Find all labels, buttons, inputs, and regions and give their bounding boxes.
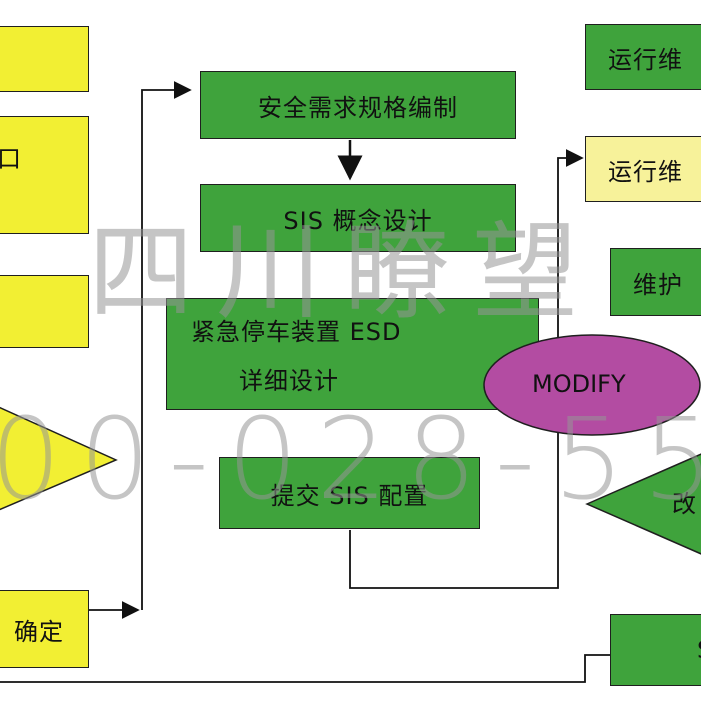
right-box-maintenance: 维护 (610, 248, 701, 316)
step-submit-sis-config-label: 提交 SIS 配置 (270, 481, 429, 510)
step4-feedback-line (349, 149, 584, 589)
right-box-operation-1: 运行维 (585, 24, 701, 90)
loop-up-line (141, 81, 192, 610)
left-box-top (0, 26, 89, 92)
step-esd-line2: 详细设计 (239, 367, 339, 395)
step-esd-line1: 紧急停车装置 ESD (191, 318, 402, 346)
left-box-bottom-label: 确定 (14, 617, 64, 646)
right-box-bottom-label: S (697, 636, 701, 664)
left-box-lower (0, 275, 89, 348)
step-submit-sis-config: 提交 SIS 配置 (219, 457, 480, 529)
right-box-bottom: S (610, 614, 701, 686)
right-box-operation-2-label: 运行维 (608, 157, 683, 186)
modify-ellipse (483, 334, 701, 436)
left-box-mid-label: 口 (0, 145, 22, 173)
right-diamond (585, 453, 701, 555)
right-box-operation-2: 运行维 (585, 136, 701, 202)
step-safety-requirements-label: 安全需求规格编制 (258, 93, 458, 122)
step-esd-detailed-design: 紧急停车装置 ESD 详细设计 (166, 298, 539, 410)
left-diamond (0, 406, 118, 511)
step-sis-concept-design-label: SIS 概念设计 (283, 206, 433, 235)
left-box-mid: 口 (0, 116, 89, 234)
step-safety-requirements: 安全需求规格编制 (200, 71, 516, 139)
right-box-operation-1-label: 运行维 (608, 45, 683, 74)
right-diamond-label: 改 (672, 490, 696, 518)
modify-label: MODIFY (532, 370, 626, 398)
step-sis-concept-design: SIS 概念设计 (200, 184, 516, 252)
right-box-maintenance-label: 维护 (633, 270, 683, 299)
left-box-bottom: 确定 (0, 590, 89, 668)
bottom-return-line (0, 654, 610, 683)
